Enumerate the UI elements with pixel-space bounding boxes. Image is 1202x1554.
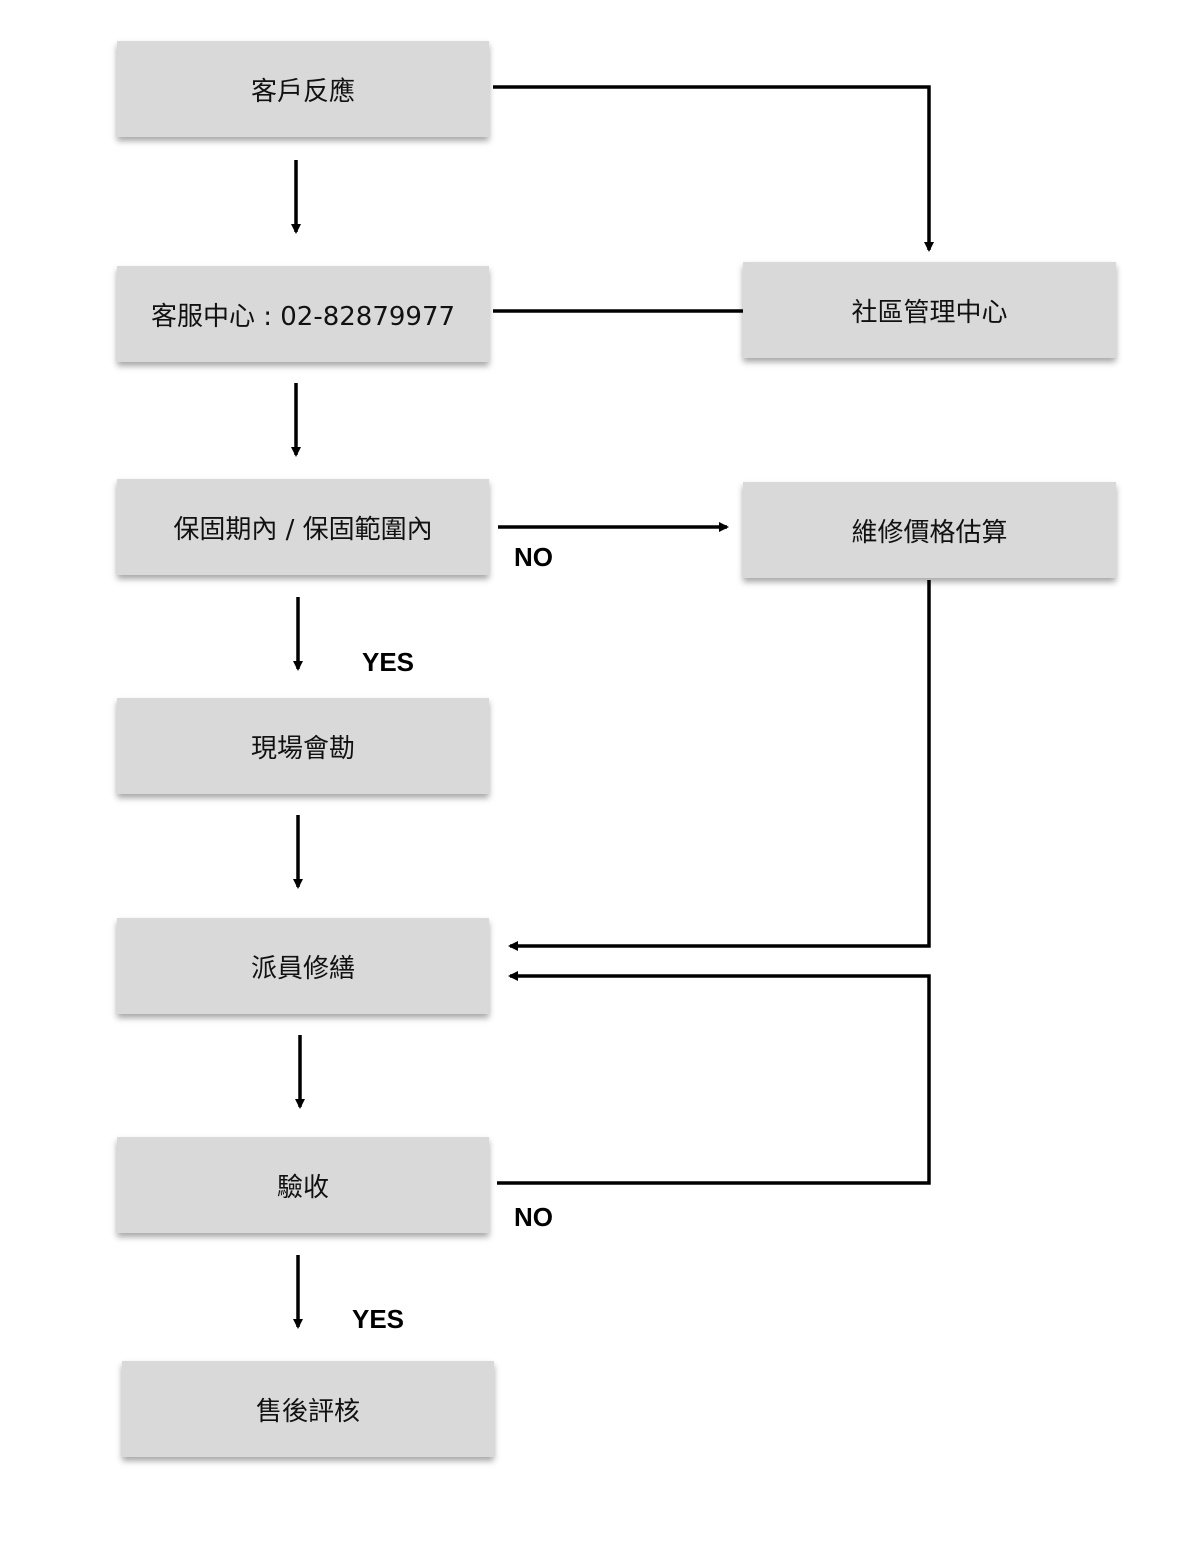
node-service-center-label: 客服中心 : 02-82879977 [150, 301, 456, 332]
node-community-management: 社區管理中心 [743, 262, 1116, 358]
node-service-center: 客服中心 : 02-82879977 [117, 266, 489, 362]
arrow-customer-to-community [493, 85, 934, 252]
node-repair-estimate: 維修價格估算 [743, 482, 1116, 578]
node-after-sales-label: 售後評核 [255, 1396, 360, 1427]
arrow-estimate-to-dispatch [508, 580, 931, 951]
arrow-acceptance-to-dispatch [497, 971, 931, 1185]
node-acceptance: 驗收 [117, 1137, 489, 1233]
node-warranty-check: 保固期內 / 保固範圍內 [117, 479, 489, 575]
node-acceptance-label: 驗收 [276, 1172, 329, 1203]
node-community-management-label: 社區管理中心 [851, 297, 1008, 328]
node-dispatch-repair: 派員修繕 [117, 918, 489, 1014]
label-acceptance-yes: YES [352, 1304, 405, 1334]
node-after-sales: 售後評核 [122, 1361, 494, 1457]
node-customer-report: 客戶反應 [117, 41, 489, 137]
node-site-survey: 現場會勘 [117, 698, 489, 794]
label-warranty-no: NO [514, 542, 553, 572]
label-acceptance-no: NO [514, 1202, 553, 1232]
node-warranty-check-label: 保固期內 / 保固範圍內 [173, 514, 433, 545]
node-customer-report-label: 客戶反應 [250, 76, 355, 107]
label-warranty-yes: YES [362, 647, 415, 677]
node-repair-estimate-label: 維修價格估算 [851, 517, 1008, 548]
node-dispatch-repair-label: 派員修繕 [250, 953, 355, 984]
node-site-survey-label: 現場會勘 [250, 733, 355, 764]
